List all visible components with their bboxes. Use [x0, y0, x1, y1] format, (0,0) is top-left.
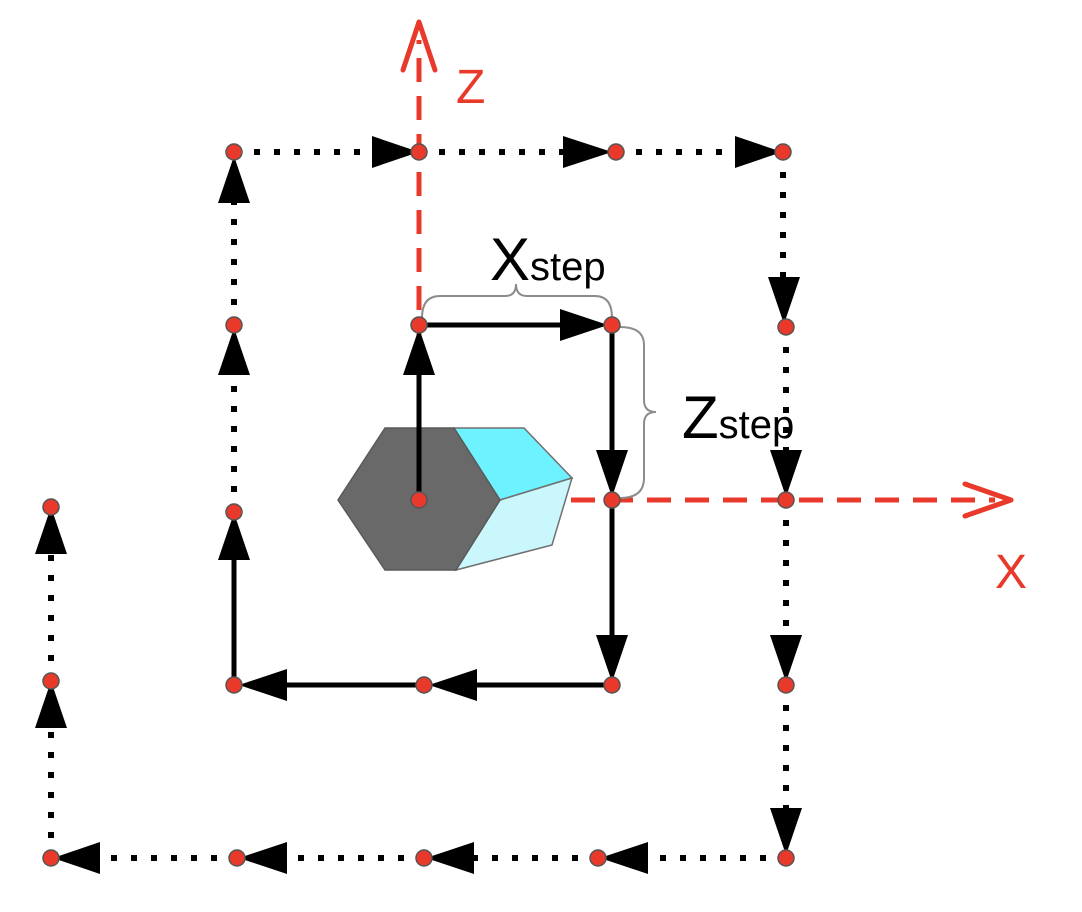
red-dot-icon [415, 849, 433, 867]
arrowhead-icon [770, 635, 802, 682]
inner-scan-path [231, 322, 615, 688]
arrowhead-icon [770, 450, 802, 497]
z-step-brace-line [619, 326, 657, 499]
x-axis-arrow-icon [962, 481, 1014, 519]
x-step-label: Xstep [490, 226, 606, 293]
arrowhead-icon [596, 450, 628, 497]
x-step-brace-line [421, 283, 613, 319]
arrowhead-icon [768, 277, 800, 324]
arrowhead-icon [239, 842, 287, 874]
arrowhead-icon [770, 808, 802, 855]
z-step-sub: step [719, 403, 795, 447]
x-step-sub: step [530, 245, 606, 289]
arrowhead-icon [35, 507, 67, 554]
red-dot-icon [42, 672, 60, 690]
red-dot-icon [777, 849, 795, 867]
scan-points [42, 143, 795, 867]
z-axis-label: Z [456, 61, 485, 114]
red-dot-icon [589, 849, 607, 867]
x-axis-label: X [995, 546, 1027, 599]
inner-path-arrows [218, 309, 628, 701]
arrowhead-icon [403, 328, 435, 375]
arrowhead-icon [53, 842, 100, 874]
red-dot-icon [603, 316, 621, 334]
hexagonal-prism-icon [337, 427, 574, 572]
red-dot-icon [42, 849, 60, 867]
red-dot-icon [607, 143, 625, 161]
z-step-label: Zstep [682, 384, 794, 451]
red-dot-icon [415, 676, 433, 694]
outer-scan-path [48, 149, 789, 861]
arrowhead-icon [218, 156, 250, 203]
red-dot-icon [410, 491, 428, 509]
x-step-main: X [490, 226, 530, 293]
red-dot-icon [777, 491, 795, 509]
arrowhead-icon [735, 136, 782, 168]
red-dot-icon [225, 676, 243, 694]
arrowhead-icon [372, 136, 419, 168]
red-dot-icon [228, 849, 246, 867]
red-dot-icon [410, 316, 428, 334]
z-step-main: Z [682, 384, 719, 451]
arrowhead-icon [218, 513, 250, 560]
arrowhead-icon [429, 669, 477, 701]
red-dot-icon [410, 143, 428, 161]
z-axis-arrow-icon [400, 19, 438, 73]
red-dot-icon [777, 318, 795, 336]
arrowhead-icon [35, 681, 67, 728]
arrowhead-icon [560, 309, 608, 341]
red-dot-icon [225, 316, 243, 334]
z-step-brace [619, 326, 657, 499]
red-dot-icon [777, 676, 795, 694]
red-dot-icon [225, 143, 243, 161]
red-dot-icon [42, 498, 60, 516]
red-dot-icon [774, 143, 792, 161]
arrowhead-icon [596, 635, 628, 682]
arrowhead-icon [218, 328, 250, 375]
arrowhead-icon [600, 842, 648, 874]
red-dot-icon [603, 676, 621, 694]
red-dot-icon [603, 491, 621, 509]
arrowhead-icon [426, 842, 474, 874]
red-dot-icon [225, 503, 243, 521]
x-step-brace [421, 283, 613, 319]
outer-path-arrows [35, 136, 802, 874]
arrowhead-icon [239, 669, 287, 701]
arrowhead-icon [563, 136, 612, 168]
